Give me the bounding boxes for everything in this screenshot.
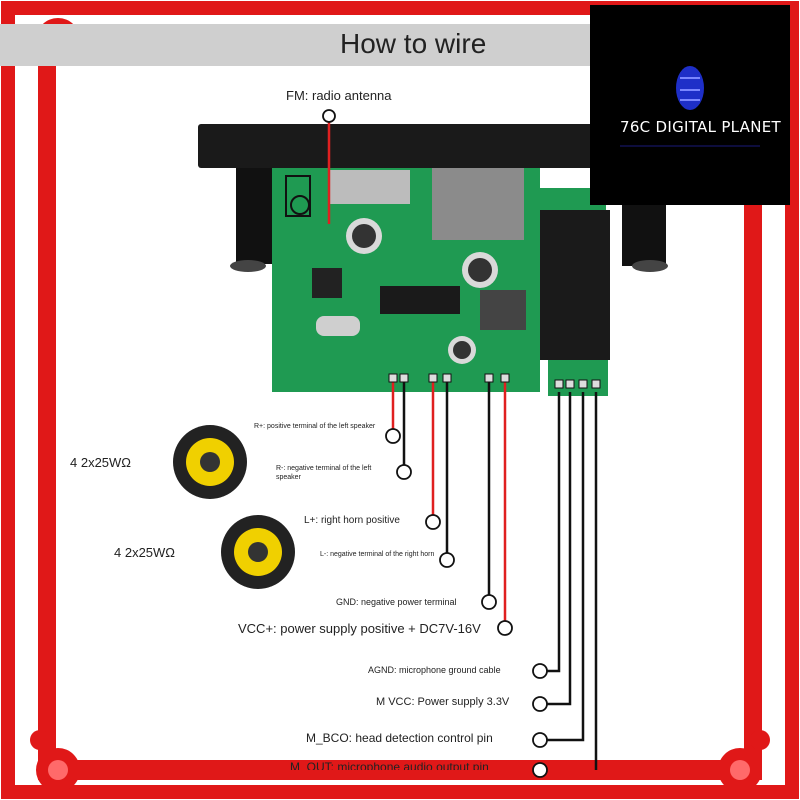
label-mbco: M_BCO: head detection control pin (306, 731, 493, 745)
label-r-plus: R+: positive terminal of the left speake… (254, 423, 376, 430)
pcb-pins (388, 373, 601, 389)
module-bezel (198, 124, 668, 272)
title-bar (0, 24, 590, 66)
label-agnd: AGND: microphone ground cable (368, 665, 501, 675)
label-mvcc: M VCC: Power supply 3.3V (376, 696, 510, 708)
brand-panel (590, 5, 790, 205)
label-mout: M_OUT: microphone audio output pin (290, 760, 489, 770)
label-vcc: VCC+: power supply positive + DC7V-16V (238, 621, 481, 636)
label-l-minus: L-: negative terminal of the right horn (320, 551, 435, 558)
label-l-plus: L+: right horn positive (304, 515, 400, 526)
speaker-top-icon (173, 425, 247, 499)
brand-name: 76C DIGITAL PLANET (620, 118, 782, 136)
wire-mbco (542, 392, 585, 742)
label-gnd: GND: negative power terminal (336, 597, 457, 607)
speaker-bottom-label: 4 2x25WΩ (114, 545, 176, 560)
wire-mvcc (542, 392, 572, 706)
wire-agnd (542, 392, 561, 673)
speaker-bottom-icon (221, 515, 295, 589)
wire-terminals (322, 109, 548, 778)
wires (327, 118, 598, 770)
label-fm: FM: radio antenna (286, 88, 392, 103)
speaker-top-label: 4 2x25WΩ (70, 455, 132, 470)
page-title: How to wire (340, 28, 487, 59)
pcb-board (272, 168, 610, 396)
label-r-minus: R-: negative terminal of the left speake… (276, 465, 372, 481)
